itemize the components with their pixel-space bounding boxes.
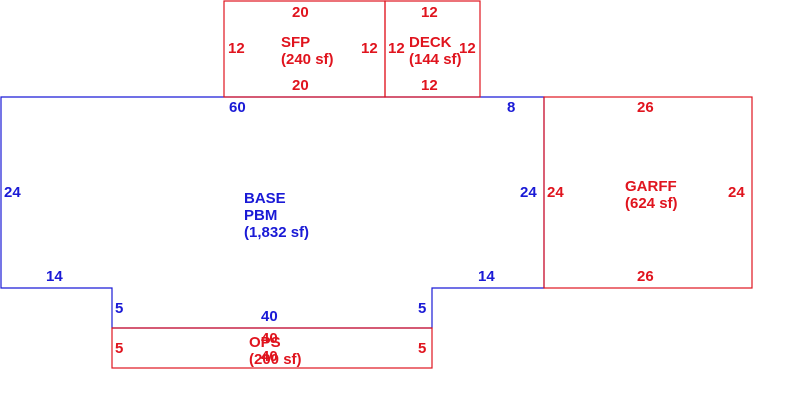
garff-dim-left: 24 (547, 184, 564, 201)
ops-label-area: (200 sf) (249, 351, 302, 368)
sfp-dim-bottom: 20 (292, 77, 309, 94)
sfp-dim-right: 12 (361, 40, 378, 57)
sfp-dim-left: 12 (228, 40, 245, 57)
base-dim-notch-right: 5 (418, 300, 426, 317)
garff-dim-right: 24 (728, 184, 745, 201)
base-label-area: (1,832 sf) (244, 224, 309, 241)
base-dim-right: 24 (520, 184, 537, 201)
base-dim-bottom-right: 14 (478, 268, 495, 285)
base-dim-notch-bottom: 40 (261, 308, 278, 325)
base-label-subname: PBM (244, 207, 277, 224)
ops-dim-top: 40 (261, 330, 278, 347)
ops-label-name: OPS (249, 334, 281, 351)
base-dim-notch-left: 5 (115, 300, 123, 317)
deck-dim-left: 12 (388, 40, 405, 57)
deck-label-name: DECK (409, 34, 452, 51)
garff-label-name: GARFF (625, 178, 677, 195)
ops-dim-left: 5 (115, 340, 123, 357)
base-area: 60 8 24 24 14 14 5 5 40 BASE PBM (1,832 … (0, 96, 545, 329)
base-dim-top-right: 8 (507, 99, 515, 116)
sfp-dim-top: 20 (292, 4, 309, 21)
sfp-label-name: SFP (281, 34, 310, 51)
deck-dim-right: 12 (459, 40, 476, 57)
deck-dim-top: 12 (421, 4, 438, 21)
garff-dim-bottom: 26 (637, 268, 654, 285)
garff-dim-top: 26 (637, 99, 654, 116)
sfp-area: 20 20 12 12 SFP (240 sf) (223, 0, 386, 98)
garff-outline (543, 96, 753, 289)
base-dim-bottom-left: 14 (46, 268, 63, 285)
ops-dim-bottom: 40 (261, 348, 278, 365)
base-dim-top: 60 (229, 99, 246, 116)
garff-label-area: (624 sf) (625, 195, 678, 212)
sfp-label-area: (240 sf) (281, 51, 334, 68)
deck-outline (384, 0, 481, 98)
base-label-name: BASE (244, 190, 286, 207)
garff-area: 26 26 24 24 GARFF (624 sf) (543, 96, 753, 289)
deck-label-area: (144 sf) (409, 51, 462, 68)
ops-area: 40 40 5 5 OPS (200 sf) (111, 327, 433, 369)
ops-outline (111, 327, 433, 369)
deck-area: 12 12 12 12 DECK (144 sf) (384, 0, 481, 98)
deck-dim-bottom: 12 (421, 77, 438, 94)
ops-dim-right: 5 (418, 340, 426, 357)
base-dim-left: 24 (4, 184, 21, 201)
